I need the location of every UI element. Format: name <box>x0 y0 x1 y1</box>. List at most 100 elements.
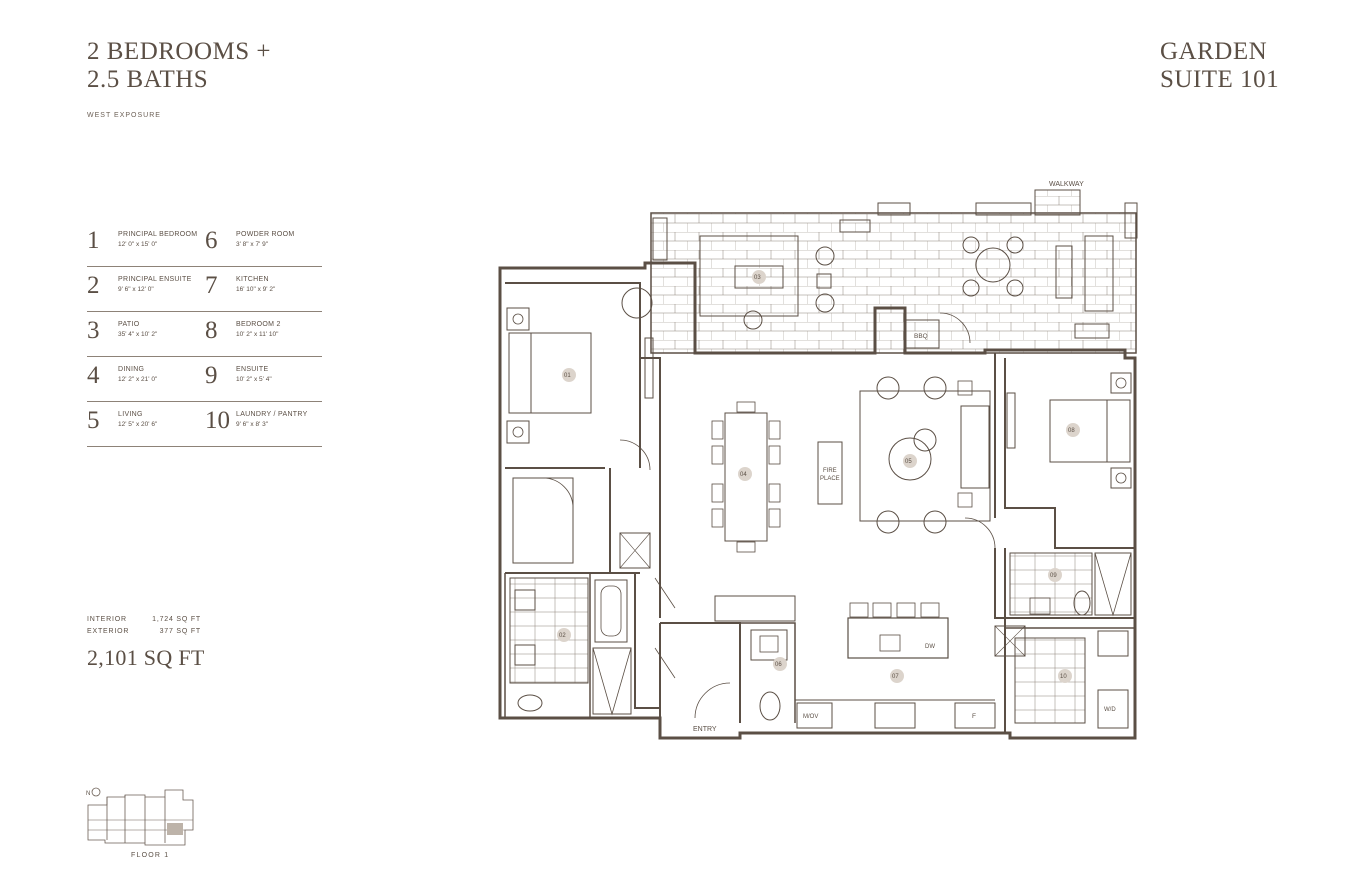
key-plan: N <box>86 787 194 846</box>
lamp-icon <box>512 426 524 438</box>
room-marker-label: 09 <box>1050 573 1057 579</box>
legend-row: 5 LIVING 12' 5" x 20' 6" 10 LAUNDRY / PA… <box>87 402 322 447</box>
room-marker-label: 03 <box>754 275 761 281</box>
room-legend: 1 PRINCIPAL BEDROOM 12' 0" x 15' 0" 6 PO… <box>87 222 322 447</box>
lamp-icon <box>1115 377 1127 389</box>
nightstand <box>506 420 530 444</box>
room-number: 3 <box>87 317 100 344</box>
room-number: 9 <box>205 362 218 389</box>
fridge-label: F <box>972 713 976 720</box>
planter <box>975 202 1032 216</box>
room-name: LIVING <box>118 411 143 418</box>
room-dimensions: 12' 0" x 15' 0" <box>118 241 158 248</box>
nightstand <box>506 307 530 331</box>
door-swing <box>939 312 971 344</box>
planter <box>1124 202 1138 239</box>
lamp-icon <box>512 313 524 325</box>
shower-drain-lines <box>1094 552 1132 617</box>
interior-value: 1,724 SQ FT <box>152 616 201 623</box>
floor-plan: WALKWAY ENTRY BBQ FIRE PLACE M/OV DW F W… <box>498 181 1138 740</box>
room-dimensions: 10' 2" x 5' 4" <box>236 376 272 383</box>
room-marker-label: 02 <box>559 633 566 639</box>
range-cooktop <box>874 702 916 729</box>
outdoor-bench <box>1055 245 1073 299</box>
interior-wall <box>505 467 640 574</box>
room-marker-label: 08 <box>1068 428 1075 434</box>
suite-name-line1: GARDEN <box>1160 38 1268 65</box>
exterior-wall <box>498 261 1137 740</box>
total-area: 2,101 SQ FT <box>87 645 205 670</box>
dining-table <box>724 412 768 542</box>
unit-title-line1: 2 BEDROOMS + <box>87 38 272 65</box>
walk-in-closet <box>512 477 574 564</box>
room-number: 5 <box>87 407 100 434</box>
room-marker-label: 05 <box>905 459 912 465</box>
dishwasher-label: DW <box>925 644 935 650</box>
bed-headboard <box>508 332 532 414</box>
room-marker-label: 06 <box>775 662 782 668</box>
armchair <box>876 510 900 534</box>
shower <box>1094 552 1132 616</box>
exterior-label: EXTERIOR <box>87 628 130 635</box>
room-marker <box>1048 568 1062 582</box>
room-number: 6 <box>205 227 218 254</box>
dining-chair <box>711 508 724 528</box>
fireplace-label-line1: FIRE <box>823 468 837 474</box>
legend-item: 5 LIVING 12' 5" x 20' 6" <box>87 402 205 446</box>
sink-icon <box>514 644 536 666</box>
outdoor-sofa <box>1084 235 1114 312</box>
outdoor-chair <box>962 236 980 254</box>
fireplace-label-line2: PLACE <box>820 476 840 482</box>
room-marker <box>903 454 917 468</box>
vanity <box>750 629 788 661</box>
room-marker <box>890 669 904 683</box>
sink-icon <box>759 635 779 653</box>
closet-doors <box>654 577 676 679</box>
bed-headboard <box>1106 399 1131 463</box>
microwave-label: M/OV <box>803 714 818 720</box>
entry-door-swing <box>694 682 731 719</box>
room-dimensions: 9' 6" x 8' 3" <box>236 421 269 428</box>
suite-name: GARDEN SUITE 101 <box>1160 38 1279 94</box>
building-divisions <box>106 795 166 843</box>
side-table <box>816 273 832 289</box>
patio-area <box>650 212 1137 354</box>
legend-item: 4 DINING 12' 2" x 21' 0" <box>87 357 205 401</box>
dresser <box>1006 392 1016 449</box>
interior-wall <box>740 622 796 723</box>
outdoor-chair <box>1006 279 1024 297</box>
dining-chair <box>768 445 781 465</box>
room-marker <box>773 657 787 671</box>
room-marker-label: 04 <box>740 472 747 478</box>
interior-wall <box>994 548 1135 619</box>
exposure-label: WEST EXPOSURE <box>87 112 161 119</box>
unit-title: 2 BEDROOMS + 2.5 BATHS <box>87 38 271 94</box>
room-number: 10 <box>205 407 230 434</box>
legend-item: 8 BEDROOM 2 10' 2" x 11' 10" <box>205 312 323 356</box>
side-table <box>913 428 937 452</box>
dresser <box>644 337 654 399</box>
room-name: PRINCIPAL ENSUITE <box>118 276 192 283</box>
north-arrow-icon <box>91 787 101 797</box>
interior-wall <box>504 573 591 718</box>
legend-item: 10 LAUNDRY / PANTRY 9' 6" x 8' 3" <box>205 402 323 446</box>
side-table <box>957 380 973 396</box>
interior-wall <box>634 573 660 709</box>
laundry-floor <box>1014 637 1086 724</box>
planter <box>877 202 911 216</box>
door-swing <box>542 477 574 509</box>
legend-row: 2 PRINCIPAL ENSUITE 9' 6" x 12' 0" 7 KIT… <box>87 267 322 312</box>
walkway-label: WALKWAY <box>1049 181 1084 188</box>
room-number: 8 <box>205 317 218 344</box>
bbq-label: BBQ <box>914 333 928 340</box>
armchair <box>923 510 947 534</box>
interior-wall <box>994 353 1135 549</box>
sink-icon <box>1029 597 1051 615</box>
room-marker <box>1066 423 1080 437</box>
sink-icon <box>879 634 901 652</box>
outdoor-sofa <box>699 235 799 317</box>
microwave-oven <box>796 702 833 729</box>
bathtub-basin <box>600 585 622 637</box>
legend-item: 2 PRINCIPAL ENSUITE 9' 6" x 12' 0" <box>87 267 205 311</box>
